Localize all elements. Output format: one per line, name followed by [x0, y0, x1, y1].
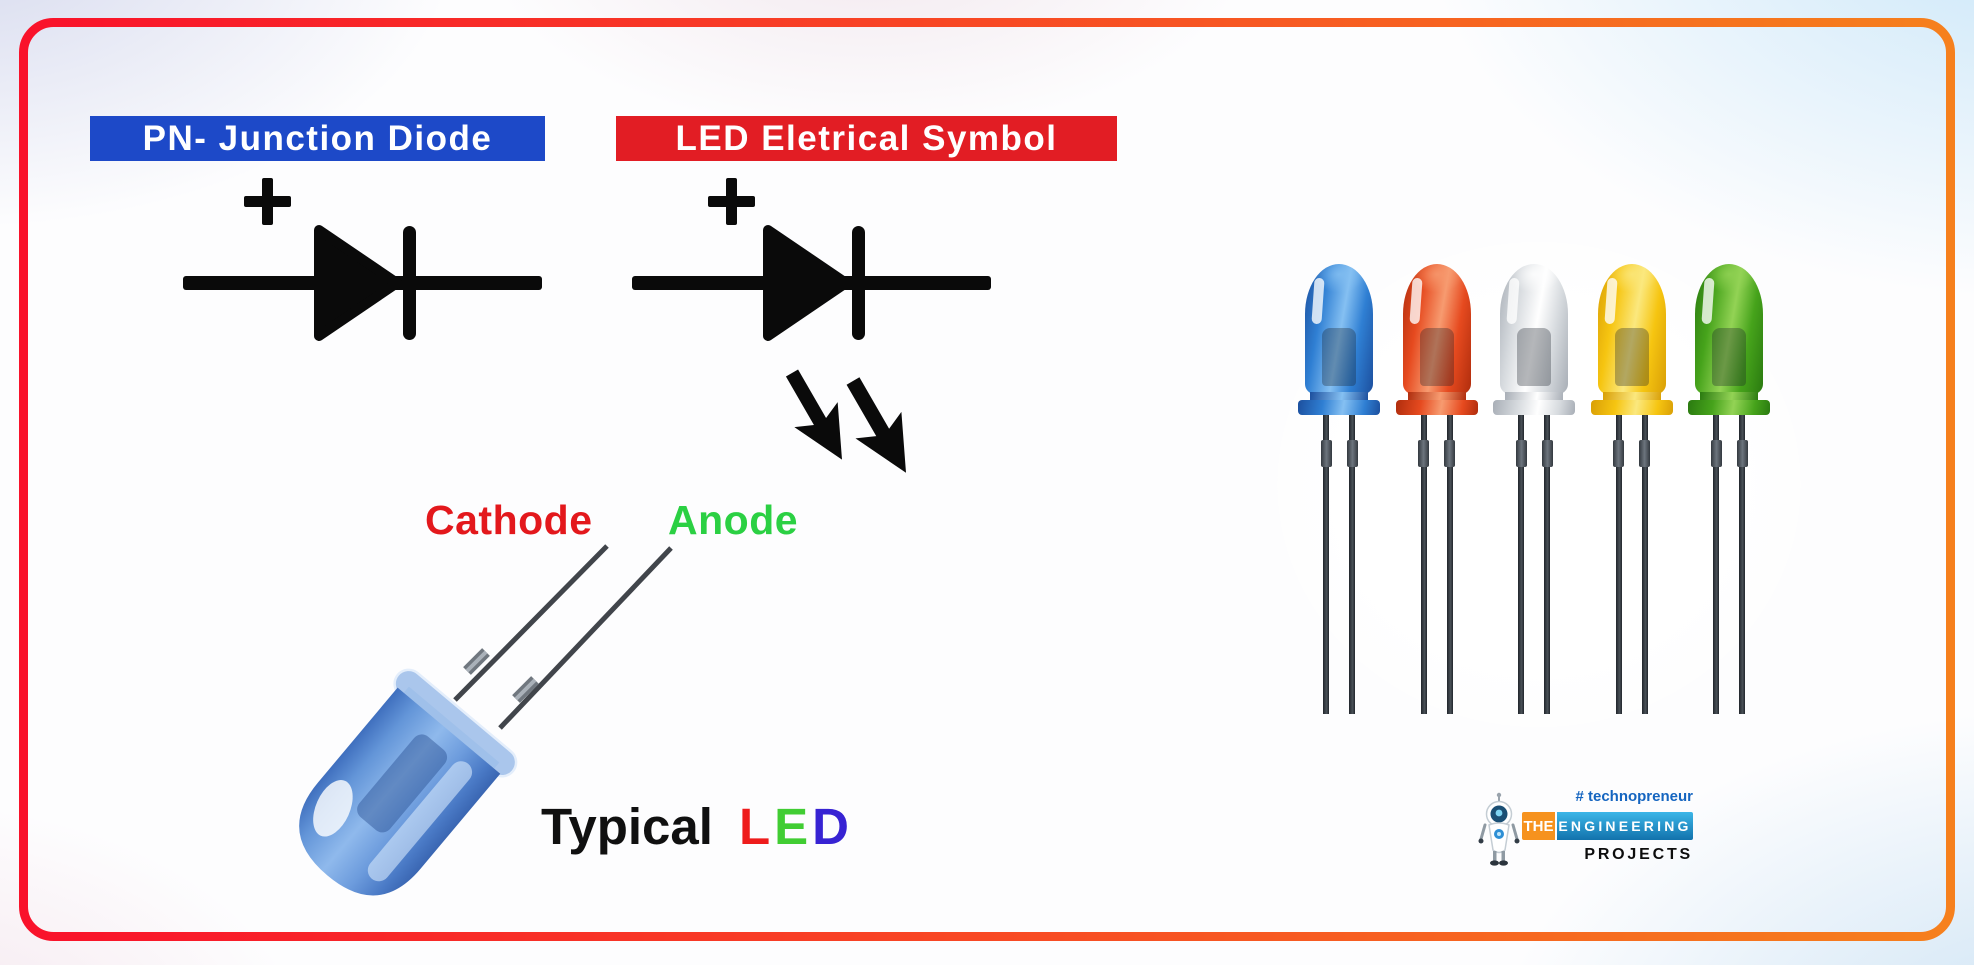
- led-body: [1402, 264, 1471, 394]
- led-neck: [1700, 392, 1758, 402]
- led-lead-crimp: [1710, 440, 1722, 467]
- led-flange: [1688, 400, 1770, 415]
- led-blue-body: [299, 668, 518, 896]
- diode-cathode-bar: [403, 226, 416, 340]
- logo-projects-label: PROJECTS: [1584, 846, 1693, 863]
- typical-led-caption: Typical LED: [541, 797, 853, 856]
- led-flange: [1395, 400, 1478, 415]
- led-lead: [1518, 414, 1524, 714]
- led-lead: [1615, 414, 1622, 714]
- led-body: [1597, 264, 1666, 394]
- led-neck: [1407, 392, 1466, 402]
- led-glint: [1408, 277, 1423, 325]
- led-glint: [1701, 277, 1715, 325]
- positive-polarity-plus-icon: [244, 178, 291, 225]
- logo-hashtag: # technopreneur: [1575, 788, 1693, 805]
- caption-letter-d: D: [812, 798, 853, 855]
- led-lead-crimp: [1639, 440, 1650, 467]
- led-lead-crimp: [1346, 440, 1358, 467]
- led-lead: [1713, 414, 1719, 714]
- diode-anode-triangle: [314, 225, 402, 341]
- led-lead: [1641, 414, 1648, 714]
- led-anode-lead: [498, 546, 673, 730]
- logo-the-badge: THE: [1522, 812, 1555, 840]
- positive-polarity-plus-icon: [708, 178, 755, 225]
- led-photo-blue: [1297, 264, 1381, 734]
- led-title: LED Eletrical Symbol: [616, 116, 1117, 161]
- anode-label: Anode: [668, 497, 799, 543]
- light-emission-arrow-icon: [846, 377, 906, 473]
- led-internal-anvil: [1419, 328, 1454, 386]
- led-lead-crimp: [1541, 440, 1553, 467]
- logo-engineering-badge: ENGINEERING: [1557, 812, 1693, 840]
- diode-anode-triangle: [763, 225, 851, 341]
- led-flange: [1590, 400, 1673, 415]
- right-photo: [1256, 222, 1822, 747]
- pn-diode-symbol: [183, 178, 542, 341]
- led-neck: [1602, 392, 1661, 402]
- led-photo-green: [1687, 264, 1771, 734]
- led-body: [1305, 264, 1373, 394]
- pn-title-label: PN- Junction Diode: [142, 118, 493, 158]
- led-body: [1695, 264, 1763, 394]
- robot-mascot-icon: [1478, 792, 1520, 866]
- caption-letter-e: E: [774, 798, 813, 855]
- led-internal-anvil: [1322, 328, 1356, 386]
- led-flange: [1298, 400, 1380, 415]
- led-lead-crimp: [1736, 440, 1748, 467]
- led-neck: [1505, 392, 1563, 402]
- led-body: [1500, 264, 1568, 394]
- led-title-label: LED Eletrical Symbol: [675, 118, 1058, 158]
- led-photo-yellow: [1590, 264, 1674, 734]
- led-electrical-symbol: [632, 178, 991, 473]
- led-glint: [1311, 277, 1325, 325]
- led-lead: [1420, 414, 1427, 714]
- led-internal-anvil: [1517, 328, 1551, 386]
- pn-diode-shapes: [183, 178, 542, 341]
- pn-title: PN- Junction Diode: [90, 116, 545, 161]
- brand-logo: # technopreneur THE ENGINEERING PROJECTS: [1478, 786, 1693, 882]
- led-lead: [1323, 414, 1329, 714]
- led-lead-crimp: [1613, 440, 1624, 467]
- caption-led-word: LED: [739, 798, 853, 855]
- led-photo-red: [1395, 264, 1479, 734]
- led-glint: [1506, 277, 1520, 325]
- caption-letter-l: L: [738, 798, 775, 855]
- led-lead: [1739, 414, 1745, 714]
- led-lead-crimp: [1515, 440, 1527, 467]
- led-lead: [1349, 414, 1355, 714]
- led-neck: [1310, 392, 1368, 402]
- caption-prefix: Typical: [541, 798, 713, 855]
- led-lead: [1446, 414, 1453, 714]
- cathode-label: Cathode: [425, 497, 593, 543]
- led-lead-crimp: [1418, 440, 1429, 467]
- led-internal-anvil: [1712, 328, 1746, 386]
- led-symbol-shapes: [632, 178, 991, 473]
- led-lead: [1544, 414, 1550, 714]
- led-internal-anvil: [1614, 328, 1649, 386]
- led-lead-crimp: [1444, 440, 1455, 467]
- led-glint: [1603, 277, 1618, 325]
- light-emission-arrow-icon: [785, 369, 842, 460]
- led-flange: [1493, 400, 1575, 415]
- led-cathode-lead: [453, 544, 609, 702]
- diode-cathode-bar: [852, 226, 865, 340]
- led-photo-white: [1492, 264, 1576, 734]
- typical-led-photo: [299, 544, 673, 896]
- led-lead-crimp: [1320, 440, 1332, 467]
